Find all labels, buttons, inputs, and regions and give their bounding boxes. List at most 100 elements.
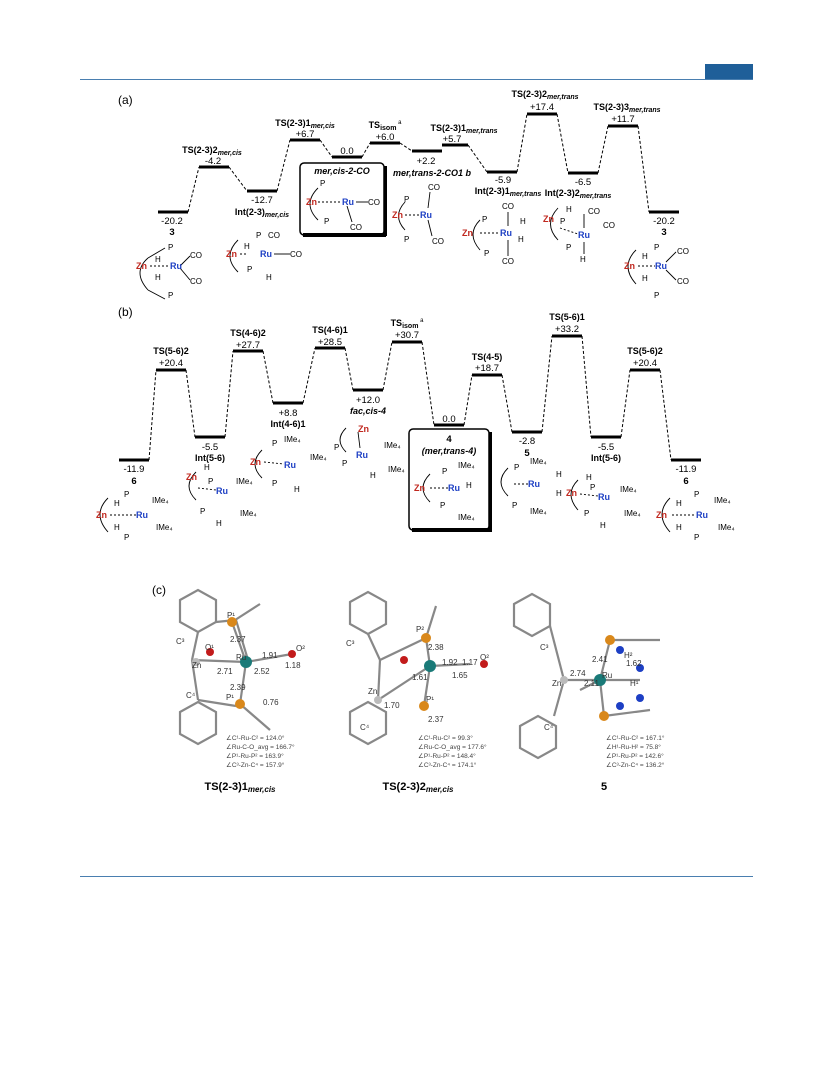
svg-text:Ru: Ru bbox=[260, 249, 272, 259]
svg-text:H: H bbox=[676, 499, 682, 508]
svg-text:Zn: Zn bbox=[358, 424, 369, 434]
svg-text:H: H bbox=[266, 273, 272, 282]
level-name: Int(4-6)1 bbox=[270, 419, 305, 429]
svg-text:CO: CO bbox=[502, 202, 514, 211]
svg-text:2.71: 2.71 bbox=[217, 667, 233, 676]
svg-text:1.91: 1.91 bbox=[262, 651, 278, 660]
svg-text:Ru: Ru bbox=[578, 230, 590, 240]
svg-text:Zn: Zn bbox=[624, 261, 635, 271]
svg-text:CO: CO bbox=[428, 183, 440, 192]
svg-text:P: P bbox=[324, 217, 329, 226]
molecule-int-2-mer-trans: Zn Ru H P P CO CO H bbox=[543, 205, 615, 264]
svg-text:Zn: Zn bbox=[186, 472, 197, 482]
angles-1: ∠C¹-Ru-C² = 124.0° ∠Ru-C-O_avg = 166.7° … bbox=[226, 734, 295, 769]
molecule-int-5-6-right: Zn Ru H P P H IMe₄ IMe₄ bbox=[566, 473, 641, 530]
svg-text:H: H bbox=[155, 273, 161, 282]
svg-text:CO: CO bbox=[368, 198, 380, 207]
panel-c-label: (c) bbox=[152, 583, 166, 597]
level-name: Int(2-3)2mer,trans bbox=[545, 188, 612, 200]
svg-text:P: P bbox=[694, 490, 699, 499]
svg-text:H: H bbox=[466, 481, 472, 490]
svg-text:CO: CO bbox=[190, 277, 202, 286]
svg-text:H: H bbox=[566, 205, 572, 214]
svg-text:P: P bbox=[654, 243, 659, 252]
svg-text:P: P bbox=[200, 507, 205, 516]
svg-text:P: P bbox=[168, 291, 173, 300]
svg-text:P: P bbox=[654, 291, 659, 300]
level-name: Int(5-6) bbox=[195, 453, 225, 463]
svg-text:H: H bbox=[556, 489, 562, 498]
svg-text:H²: H² bbox=[624, 651, 633, 660]
angles-3: ∠C¹-Ru-C² = 167.1° ∠H¹-Ru-H² = 75.8° ∠P¹… bbox=[606, 734, 665, 769]
svg-text:P: P bbox=[334, 443, 339, 452]
svg-text:IMe₄: IMe₄ bbox=[388, 465, 405, 474]
level-value: -5.5 bbox=[598, 442, 614, 453]
level-name: (mer,trans-4) bbox=[422, 446, 477, 456]
svg-text:∠C¹-Ru-C² = 99.3°: ∠C¹-Ru-C² = 99.3° bbox=[418, 734, 473, 742]
level-name: 6 bbox=[683, 476, 688, 487]
svg-text:Zn: Zn bbox=[566, 488, 577, 498]
level-name: TS(4-6)2 bbox=[230, 328, 266, 338]
svg-text:∠P¹-Ru-P² = 142.6°: ∠P¹-Ru-P² = 142.6° bbox=[606, 752, 664, 760]
level-name: 3 bbox=[661, 227, 666, 238]
svg-text:IMe₄: IMe₄ bbox=[458, 461, 475, 470]
molecule-fac-cis-4: Zn Ru P P IMe₄ IMe₄ H bbox=[334, 424, 405, 480]
svg-text:C³: C³ bbox=[540, 643, 549, 652]
level-value: 0.0 bbox=[340, 146, 353, 157]
svg-text:Zn: Zn bbox=[96, 510, 107, 520]
svg-text:2.38: 2.38 bbox=[428, 643, 444, 652]
svg-text:Ru: Ru bbox=[170, 261, 182, 271]
svg-text:P: P bbox=[584, 509, 589, 518]
svg-text:H: H bbox=[294, 485, 300, 494]
svg-text:H: H bbox=[155, 255, 161, 264]
svg-text:IMe₄: IMe₄ bbox=[384, 441, 401, 450]
svg-text:H: H bbox=[518, 235, 524, 244]
svg-text:Ru: Ru bbox=[420, 210, 432, 220]
svg-text:CO: CO bbox=[350, 223, 362, 232]
svg-text:CO: CO bbox=[502, 257, 514, 266]
svg-text:H: H bbox=[642, 252, 648, 261]
level-value: +20.4 bbox=[159, 358, 183, 369]
svg-text:Zn: Zn bbox=[250, 457, 261, 467]
svg-text:∠P¹-Ru-P² = 148.4°: ∠P¹-Ru-P² = 148.4° bbox=[418, 752, 476, 760]
level-value: -5.9 bbox=[495, 175, 511, 186]
molecule-3-left: Zn Ru P P H H CO CO bbox=[136, 243, 202, 300]
level-value: +27.7 bbox=[236, 340, 260, 351]
svg-text:1.18: 1.18 bbox=[285, 661, 301, 670]
svg-text:2.11: 2.11 bbox=[584, 679, 600, 688]
svg-text:IMe₄: IMe₄ bbox=[620, 485, 637, 494]
svg-text:CO: CO bbox=[603, 221, 615, 230]
level-value: 0.0 bbox=[442, 414, 455, 425]
panel-a-label: (a) bbox=[118, 93, 133, 107]
svg-text:Zn: Zn bbox=[414, 483, 425, 493]
svg-text:P: P bbox=[514, 463, 519, 472]
svg-text:IMe₄: IMe₄ bbox=[714, 496, 731, 505]
svg-text:2.41: 2.41 bbox=[592, 655, 608, 664]
svg-text:IMe₄: IMe₄ bbox=[530, 507, 547, 516]
level-value: +33.2 bbox=[555, 324, 579, 335]
svg-text:2.37: 2.37 bbox=[428, 715, 444, 724]
level-value: +5.7 bbox=[443, 134, 462, 145]
svg-text:P: P bbox=[404, 235, 409, 244]
level-name: Int(2-3)mer,cis bbox=[235, 207, 289, 219]
level-name: TS(2-3)2mer,trans bbox=[511, 89, 578, 101]
molecule-mer-cis-2-co: Zn Ru P P CO CO bbox=[306, 179, 380, 232]
svg-text:P: P bbox=[272, 439, 277, 448]
panel-b-label: (b) bbox=[118, 305, 133, 319]
level-name: mer,cis-2-CO bbox=[314, 166, 370, 176]
svg-text:H: H bbox=[204, 463, 210, 472]
svg-text:IMe₄: IMe₄ bbox=[152, 496, 169, 505]
molecule-6-right: Zn Ru P P H H IMe₄ IMe₄ bbox=[656, 490, 735, 542]
level-name: Int(2-3)1mer,trans bbox=[475, 186, 542, 198]
svg-text:2.39: 2.39 bbox=[230, 683, 246, 692]
svg-text:P: P bbox=[208, 477, 213, 486]
svg-text:2.37: 2.37 bbox=[230, 635, 246, 644]
svg-text:IMe₄: IMe₄ bbox=[236, 477, 253, 486]
svg-text:P: P bbox=[124, 490, 129, 499]
svg-text:P: P bbox=[320, 179, 325, 188]
svg-text:IMe₄: IMe₄ bbox=[156, 523, 173, 532]
svg-text:Ru: Ru bbox=[602, 671, 612, 680]
svg-text:Zn: Zn bbox=[462, 228, 473, 238]
molecule-3-right: Zn Ru P P H H CO CO bbox=[624, 243, 689, 300]
